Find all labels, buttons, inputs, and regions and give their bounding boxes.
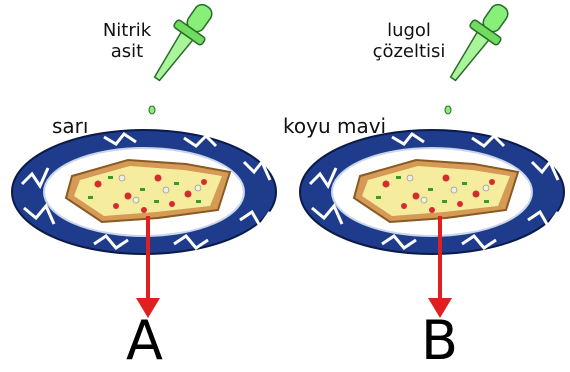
- drop-nitric-acid: [149, 106, 155, 114]
- reagent-label-a: Nitrik asit: [84, 20, 170, 62]
- letter-b: B: [421, 314, 458, 368]
- reagent-b-line2: çözeltisi: [354, 41, 464, 62]
- reagent-a-line1: Nitrik: [84, 20, 170, 41]
- result-label-b: koyu mavi: [283, 114, 386, 138]
- reagent-label-b: lugol çözeltisi: [354, 20, 464, 62]
- result-label-a: sarı: [52, 114, 88, 138]
- reagent-b-line1: lugol: [354, 20, 464, 41]
- drop-lugol: [445, 106, 451, 114]
- letter-a: A: [126, 314, 163, 368]
- reagent-a-line2: asit: [84, 41, 170, 62]
